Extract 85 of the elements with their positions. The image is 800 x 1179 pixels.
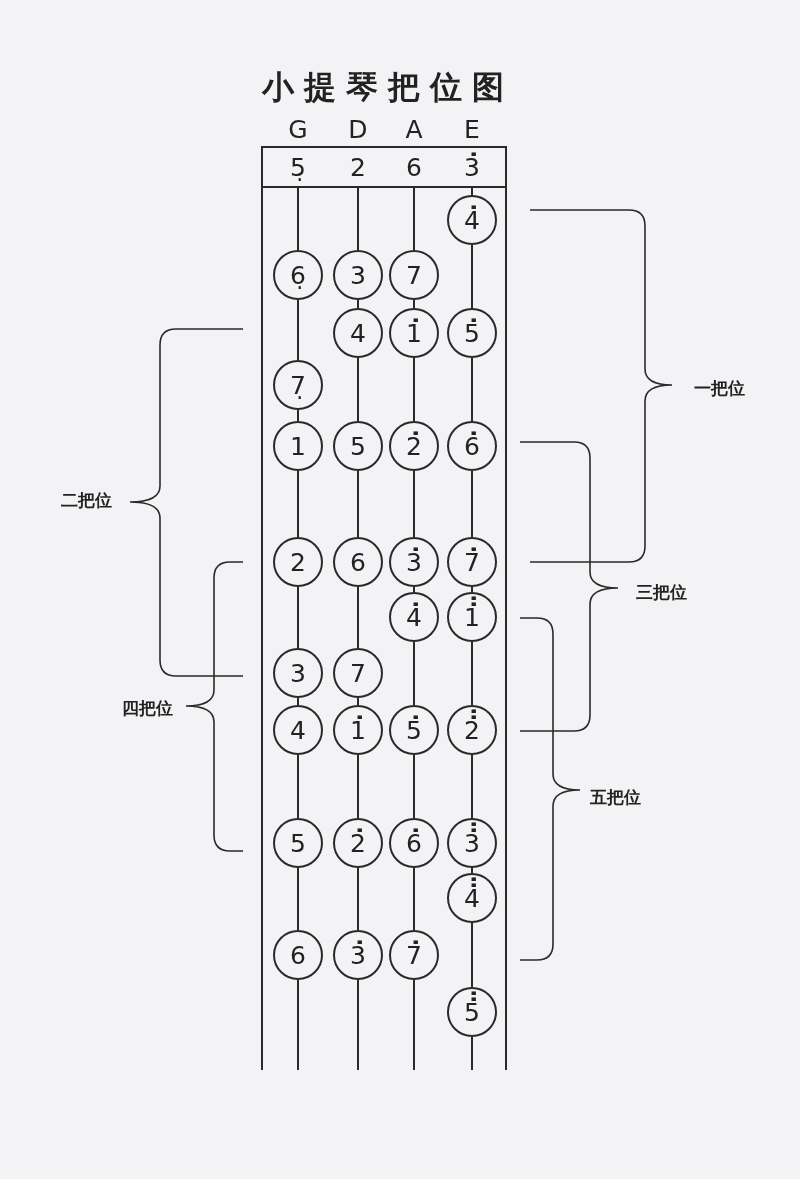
string-line (357, 586, 359, 649)
note-circle: 7 (333, 648, 383, 698)
note-circle: 4 (333, 308, 383, 358)
note-circle: 3̇ (389, 537, 439, 587)
note-circle: 3 (273, 648, 323, 698)
position-label: 四把位 (121, 698, 173, 718)
open-string-note: 2 (349, 151, 367, 184)
string-line (297, 187, 299, 251)
string-line (413, 867, 415, 931)
string-line (413, 979, 415, 1071)
string-line (471, 867, 473, 874)
string-line (413, 641, 415, 706)
note-circle: 1̇ (333, 705, 383, 755)
string-line (471, 586, 473, 593)
string-line (357, 867, 359, 931)
note-circle: 6̣ (273, 250, 323, 300)
string-line (413, 187, 415, 251)
note-circle: 7 (389, 250, 439, 300)
note-circle: 2̇ (389, 421, 439, 471)
note-circle: 6̇ (447, 421, 497, 471)
note-circle: 5̇ (447, 308, 497, 358)
note-circle: 1 (273, 421, 323, 471)
note-circle: 4̇ (389, 592, 439, 642)
note-circle: 5 (273, 818, 323, 868)
string-line (413, 586, 415, 593)
note-circle: 1̇ (389, 308, 439, 358)
note-circle: 7̇ (447, 537, 497, 587)
header-box (261, 146, 507, 188)
note-circle: 7̇ (389, 930, 439, 980)
title: 小提琴把位图 (262, 70, 514, 106)
note-circle: 1̇̇ (447, 592, 497, 642)
note-circle: 3̇̇ (447, 818, 497, 868)
position-label: 一把位 (693, 378, 745, 398)
string-name: G (288, 116, 308, 144)
string-line (413, 470, 415, 538)
string-line (413, 754, 415, 819)
string-name: E (464, 116, 480, 144)
position-label: 二把位 (60, 490, 112, 510)
string-line (297, 697, 299, 706)
note-circle: 5̇̇ (447, 987, 497, 1037)
string-name: A (405, 116, 423, 144)
string-line (471, 754, 473, 819)
note-circle: 6 (333, 537, 383, 587)
string-line (297, 586, 299, 649)
note-circle: 3̇ (333, 930, 383, 980)
string-line (413, 299, 415, 309)
string-line (471, 357, 473, 422)
string-line (357, 979, 359, 1071)
note-circle: 7̣ (273, 360, 323, 410)
string-line (297, 409, 299, 422)
string-line (413, 357, 415, 422)
string-line (357, 697, 359, 706)
note-circle: 2̇̇ (447, 705, 497, 755)
note-circle: 5 (333, 421, 383, 471)
string-line (471, 470, 473, 538)
string-name: D (348, 116, 368, 144)
string-line (297, 299, 299, 361)
string-line (471, 1036, 473, 1071)
note-circle: 4̇̇ (447, 873, 497, 923)
string-line (471, 922, 473, 988)
string-line (471, 244, 473, 309)
string-line (297, 754, 299, 819)
string-line (357, 754, 359, 819)
string-line (297, 867, 299, 931)
note-circle: 2 (273, 537, 323, 587)
note-circle: 6 (273, 930, 323, 980)
open-string-note: 5̣ (289, 151, 307, 184)
note-circle: 4̇ (447, 195, 497, 245)
note-circle: 5̇ (389, 705, 439, 755)
string-line (357, 357, 359, 422)
string-line (297, 979, 299, 1071)
string-line (357, 187, 359, 251)
position-label: 三把位 (635, 582, 687, 602)
open-string-note: 3̇ (463, 151, 481, 184)
note-circle: 3 (333, 250, 383, 300)
string-line (297, 470, 299, 538)
note-circle: 2̇ (333, 818, 383, 868)
string-line (471, 187, 473, 196)
open-string-note: 6 (405, 151, 423, 184)
string-line (471, 641, 473, 706)
position-label: 五把位 (589, 787, 641, 807)
note-circle: 4 (273, 705, 323, 755)
string-line (357, 299, 359, 309)
string-line (357, 470, 359, 538)
note-circle: 6̇ (389, 818, 439, 868)
